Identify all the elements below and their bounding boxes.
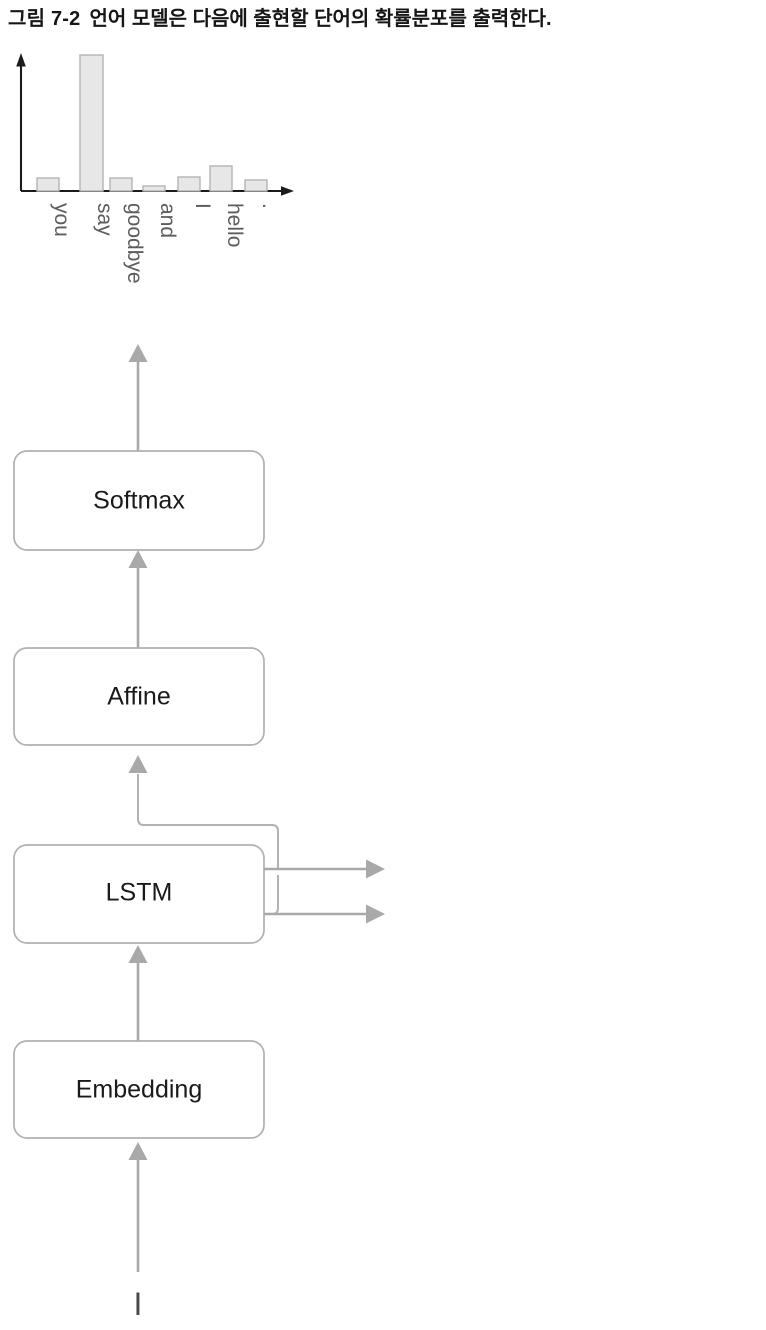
connector-lstm-recurrent <box>264 875 279 915</box>
arrow-lstm-hidden-state <box>264 859 385 879</box>
tick-label-you: you <box>50 203 73 237</box>
figure-caption: 그림 7-2 언어 모델은 다음에 출현할 단어의 확률분포를 출력한다. <box>8 4 766 36</box>
input-token-label: I <box>134 1286 143 1322</box>
bar-goodbye <box>109 177 133 192</box>
chart-bars <box>36 54 268 192</box>
tick-label-say: say <box>93 203 116 236</box>
bar-period <box>244 179 268 192</box>
arrow-softmax-to-output <box>128 344 148 451</box>
node-affine[interactable]: Affine <box>13 647 265 746</box>
bar-i <box>177 176 201 192</box>
arrow-embedding-to-lstm <box>128 945 148 1041</box>
node-lstm[interactable]: LSTM <box>13 844 265 944</box>
tick-label-period: . <box>258 203 281 209</box>
tick-label-i: I <box>191 203 214 209</box>
arrow-input-to-embedding <box>128 1142 148 1272</box>
tick-label-hello: hello <box>223 203 246 247</box>
node-embedding-label: Embedding <box>76 1076 202 1104</box>
bar-you <box>36 177 60 192</box>
probability-distribution-bar-chart: you say goodbye and I hello . <box>0 40 330 330</box>
y-axis <box>16 53 26 191</box>
connector-lstm-to-affine <box>128 755 279 869</box>
node-softmax[interactable]: Softmax <box>13 450 265 551</box>
x-tick-labels: you say goodbye and I hello . <box>50 203 281 284</box>
tick-label-and: and <box>156 203 179 238</box>
node-affine-label: Affine <box>107 683 170 711</box>
figure-number: 그림 7-2 <box>8 8 81 30</box>
bar-hello <box>209 165 233 192</box>
node-lstm-label: LSTM <box>106 879 173 907</box>
tick-label-goodbye: goodbye <box>123 203 146 284</box>
node-embedding[interactable]: Embedding <box>13 1040 265 1139</box>
figure-caption-text: 언어 모델은 다음에 출현할 단어의 확률분포를 출력한다. <box>89 8 552 30</box>
bar-say <box>79 54 104 192</box>
arrow-lstm-cell-state <box>264 904 385 924</box>
bar-and <box>142 185 166 192</box>
node-softmax-label: Softmax <box>93 487 185 515</box>
language-model-network-diagram: Softmax Affine LSTM <box>0 330 766 1330</box>
